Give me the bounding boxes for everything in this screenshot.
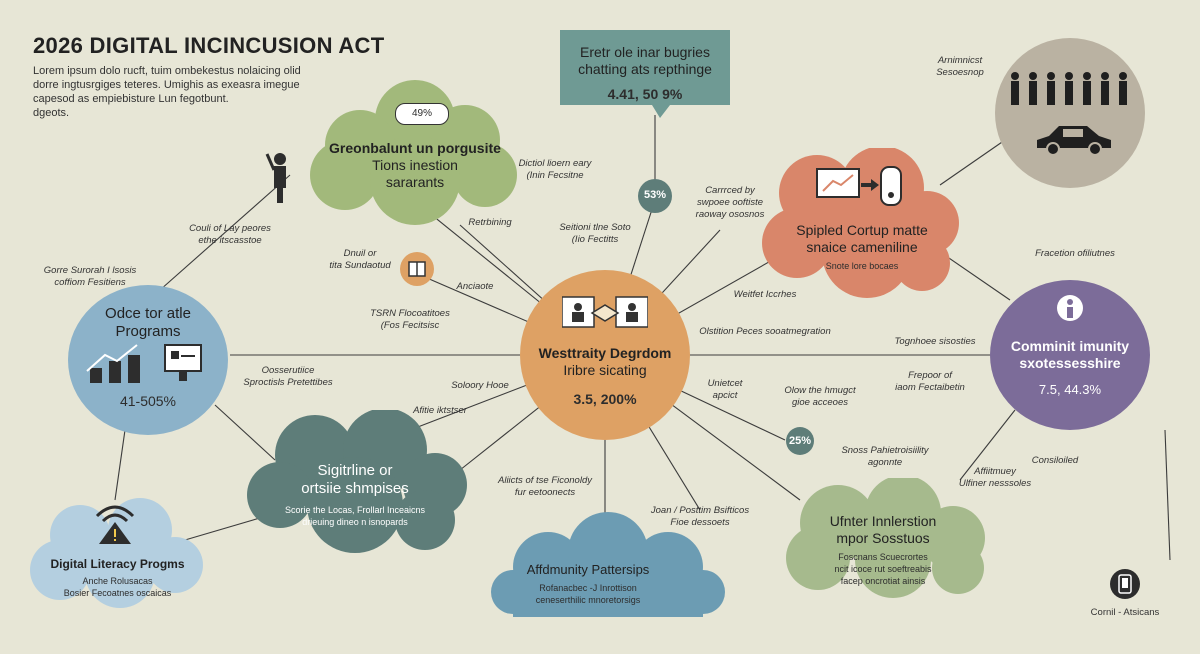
top-box-text: Eretr ole inar bugries chatting ats rept… (560, 44, 730, 102)
edge-label: Dictiol lioern eary(Inin Fecsitne (518, 158, 592, 181)
teal-sub: Scorie the Locas, Frollarl Inceaicns (284, 505, 426, 515)
center-node (520, 270, 690, 440)
literacy-sub: Anche Rolusacas (82, 576, 153, 586)
partnerships-sub: Rofanacbec -J Inrottison (539, 583, 637, 593)
teal-sub: drieuing dineo n isnopards (302, 517, 408, 527)
edge-label: Consiloiled (1031, 455, 1079, 466)
center-line: Iribre sicating (563, 362, 647, 378)
green-cloud-text: Greonbalunt un porgusite Tions inestion … (310, 140, 520, 191)
intro-line: capesod as empiebisture Lun fegotbunt. (33, 93, 229, 105)
edge-label: Retrbining (468, 217, 512, 228)
phone-icon (1118, 574, 1132, 594)
bubble-53: 53% (643, 189, 667, 201)
edge-label: Fracetion ofiliutnes (1035, 248, 1115, 259)
intro-line: dorre ingtusrgiges teteres. Umighis as e… (33, 79, 300, 91)
teal-line: Sigitrline or (317, 462, 393, 479)
car-icon (1037, 126, 1111, 156)
intro-line: dgeots. (33, 107, 70, 119)
sage-line: Ufnter Innlerstion (829, 513, 937, 529)
salmon-line: Spipled Cortup matte (796, 222, 928, 238)
green-line: Tions inestion (372, 157, 458, 173)
edge-label: Soloory Hooe (451, 380, 509, 391)
purple-circle-text: Comminit imunity sxotessesshire 7.5, 44.… (990, 338, 1150, 397)
salmon-cloud (762, 148, 959, 298)
info-person-icon (1057, 295, 1083, 321)
presentation-icon (816, 166, 902, 206)
salmon-cloud-text: Spipled Cortup matte snaice cameniline S… (762, 222, 962, 272)
edge-label: Olstition Peces sooatmegration (699, 326, 831, 337)
teal-line: ortsiie shmpises (301, 480, 409, 497)
partnerships-sub: ceneserthilic mnoretorsigs (535, 595, 641, 605)
literacy-text: Digital Literacy Progms Anche Rolusacas … (30, 557, 205, 599)
sage-sub: Foscnans Scuecrortes (838, 552, 928, 562)
center-line: Westtraity Degrdom (538, 345, 672, 361)
sage-cloud-text: Ufnter Innlerstion mpor Sosstuos Foscnan… (783, 513, 983, 587)
purple-line: Comminit imunity (1010, 338, 1130, 354)
top-box-stat: 4.41, 50 9% (607, 86, 683, 102)
green-badge: 49% (395, 103, 449, 125)
salmon-line: snaice cameniline (806, 239, 918, 255)
blue-line: Odce tor atle (105, 305, 191, 322)
teal-cloud (247, 410, 467, 553)
edge-label: Afitie iktstser (413, 405, 467, 416)
book-icon (408, 261, 426, 277)
top-flag-box (560, 30, 730, 118)
literacy-cloud (30, 498, 203, 608)
label-line: Arnimnicst (937, 55, 983, 66)
sage-cloud (786, 478, 985, 598)
edge-label: Seitioni tlne Soto(Iio Fectitts (559, 222, 631, 245)
green-line: sararants (385, 174, 445, 190)
people-label: Arnimnicst Sesoesnop (920, 55, 1000, 79)
people-circle-node (995, 38, 1145, 188)
green-line: Greonbalunt un porgusite (329, 140, 501, 156)
top-box-line: chatting ats repthinge (578, 61, 712, 77)
center-text: Westtraity Degrdom Iribre sicating 3.5, … (520, 345, 690, 407)
person-pointing-icon (265, 153, 286, 203)
growth-chart-icon (86, 344, 202, 383)
sage-sub: ncit icoce rut soeftreabis (834, 564, 932, 574)
partnerships-cloud (491, 512, 725, 617)
blue-circle-stat: 41-505% (119, 393, 177, 409)
green-badge-text: 49% (411, 108, 432, 119)
edge-label: Anciaote (456, 281, 494, 292)
literacy-sub: Bosier Fecoatnes oscaicas (63, 588, 172, 598)
partnerships-title: Affdmunity Pattersips (526, 562, 650, 577)
center-stat: 3.5, 200% (573, 391, 637, 407)
edge-label: Tognhoee sisosties (894, 336, 976, 347)
partnerships-text: Affdmunity Pattersips Rofanacbec -J Inro… (488, 562, 688, 606)
bubble-25: 25% (788, 435, 812, 447)
sage-line: mpor Sosstuos (836, 530, 930, 546)
purple-line: sxotessesshire (1019, 355, 1121, 371)
label-line: Sesoesnop (936, 67, 984, 78)
top-box-line: Eretr ole inar bugries (580, 44, 710, 60)
sage-sub: facep oncrotiat ainsis (840, 576, 926, 586)
edge-label: TSRN Flocoatitoes(Fos Fecitsisc (370, 308, 450, 331)
people-group-icon (1011, 72, 1127, 105)
handshake-icon (562, 296, 648, 328)
intro-line: Lorem ipsum dolo rucft, tuim ombekestus … (33, 65, 301, 77)
edge-label: Weitfet Iccrhes (733, 289, 797, 300)
intro-text: Lorem ipsum dolo rucft, tuim ombekestus … (33, 64, 343, 120)
blue-circle-text: Odce tor atle Programs (68, 305, 228, 341)
literacy-title: Digital Literacy Progms (50, 557, 185, 571)
purple-stat: 7.5, 44.3% (1038, 382, 1102, 397)
wifi-warning-icon (95, 505, 135, 544)
page-title: 2026 DIGITAL INCINCUSION ACT (33, 33, 385, 58)
blue-line: Programs (115, 323, 181, 340)
salmon-sub: Snote lore bocaes (825, 261, 899, 271)
footer-credit: Cornil - Atsicans (1090, 607, 1160, 618)
teal-cloud-text: Sigitrline or ortsiie shmpises Scorie th… (255, 462, 455, 528)
